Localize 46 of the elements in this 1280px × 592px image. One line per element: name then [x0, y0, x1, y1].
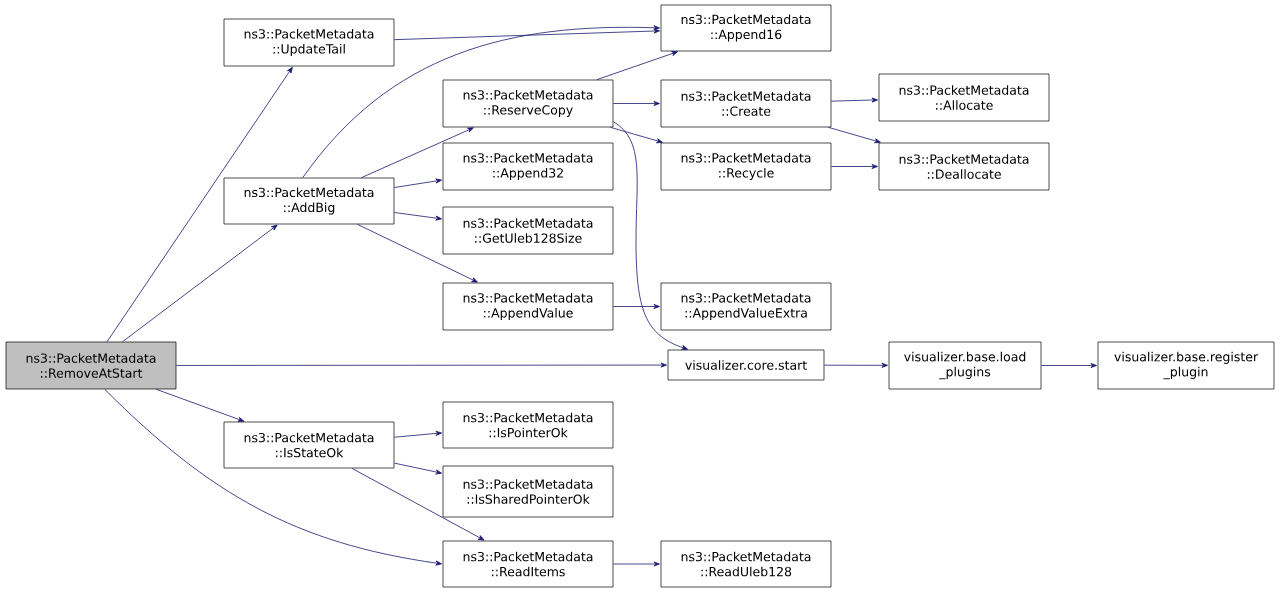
arrow [106, 66, 293, 343]
arrow [393, 28, 660, 41]
function-box: visualizer.base.load _plugins [888, 341, 1042, 390]
function-box: ns3::PacketMetadata ::IsSharedPointerOk [442, 465, 614, 518]
function-box: ns3::PacketMetadata ::Allocate [878, 73, 1050, 122]
arrow [361, 127, 474, 179]
arrow [122, 224, 278, 343]
function-box: ns3::PacketMetadata ::Deallocate [878, 142, 1050, 191]
arrow [104, 388, 442, 566]
function-box: ns3::PacketMetadata ::ReserveCopy [442, 79, 614, 128]
arrow [393, 212, 442, 221]
arrow [612, 101, 660, 106]
function-box: ns3::PacketMetadata ::Append16 [660, 4, 832, 52]
arrow [156, 388, 245, 422]
arrow [612, 304, 660, 309]
function-box: ns3::PacketMetadata ::ReadItems [442, 540, 614, 588]
function-box: ns3::PacketMetadata ::IsStateOk [223, 421, 395, 469]
function-box: ns3::PacketMetadata ::IsPointerOk [442, 401, 614, 449]
arrow [612, 561, 660, 567]
arrow [175, 362, 667, 368]
function-box: ns3::PacketMetadata ::AppendValueExtra [660, 282, 832, 331]
arrow [830, 164, 878, 169]
function-box: visualizer.core.start [667, 349, 825, 381]
arrow [357, 223, 478, 283]
function-box: ns3::PacketMetadata ::Append32 [442, 142, 614, 191]
function-box: ns3::PacketMetadata ::UpdateTail [223, 18, 395, 67]
arrow [393, 462, 442, 475]
function-box: ns3::PacketMetadata ::Create [660, 79, 832, 128]
function-box: ns3::PacketMetadata ::ReadUleb128 [660, 540, 832, 588]
arrow [351, 467, 485, 541]
arrow [830, 97, 878, 103]
arrow [823, 362, 888, 368]
arrow [828, 126, 881, 144]
arrow [612, 121, 689, 350]
function-box: ns3::PacketMetadata ::GetUleb128Size [442, 206, 614, 255]
arrow [393, 430, 442, 438]
arrow [1040, 363, 1097, 368]
arrow [596, 51, 678, 81]
arrow [393, 178, 442, 188]
function-box: ns3::PacketMetadata ::AppendValue [442, 282, 614, 331]
function-box: visualizer.base.register _plugin [1097, 341, 1275, 390]
arrow [610, 126, 663, 144]
function-box: ns3::PacketMetadata ::AddBig [223, 177, 395, 225]
arrow [302, 25, 660, 179]
function-box: ns3::PacketMetadata ::Recycle [660, 142, 832, 191]
function-box: ns3::PacketMetadata ::RemoveAtStart [5, 341, 177, 390]
